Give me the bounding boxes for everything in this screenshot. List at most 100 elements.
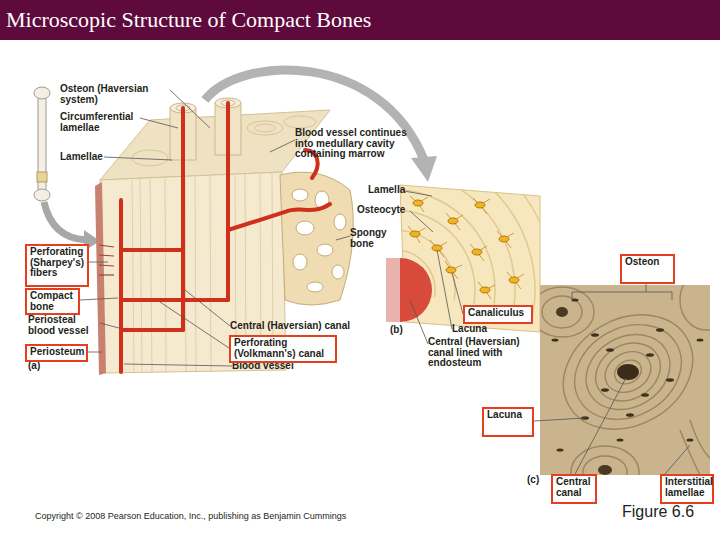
leader-line xyxy=(534,418,585,421)
part-label: (b) xyxy=(390,325,412,336)
spongy-bone xyxy=(280,172,353,305)
osteocyte-cell xyxy=(509,277,519,283)
bone-section-mark xyxy=(37,172,47,182)
canaliculus-line xyxy=(507,272,524,289)
trabecular-spaces xyxy=(292,189,346,292)
leader-line xyxy=(410,211,433,232)
zoom-arrow xyxy=(44,202,86,240)
leader-line xyxy=(452,273,463,314)
box-label: Perforating (Sharpey's) fibers xyxy=(30,247,84,279)
volkmann-vessel xyxy=(121,248,183,252)
canaliculus-line xyxy=(408,226,425,243)
fiber xyxy=(99,255,114,256)
osteocyte-cell xyxy=(448,218,458,224)
part-label: (c) xyxy=(527,475,549,486)
lamella-line xyxy=(165,178,166,372)
part-label: Lamellae xyxy=(60,152,120,163)
sharpey-fibers xyxy=(99,245,114,275)
osteon-lamella xyxy=(542,296,582,328)
leader-line xyxy=(100,323,119,328)
leader-lines xyxy=(80,90,690,474)
lacuna-spot xyxy=(641,393,649,397)
central-canal-vessel xyxy=(400,258,432,322)
canaliculus-line xyxy=(410,196,428,212)
box-label: Compact bone xyxy=(30,291,75,312)
lacunae xyxy=(552,298,704,451)
label-box: Perforating (Sharpey's) fibers xyxy=(25,244,89,287)
leader-line xyxy=(270,140,295,152)
lacuna-spot xyxy=(572,298,579,301)
lacuna-spot xyxy=(687,438,694,441)
box-label: Central canal xyxy=(556,477,592,498)
canaliculus-line xyxy=(446,213,463,230)
footer-text: Copyright © 2008 Pearson Education, Inc.… xyxy=(35,512,415,521)
osteon-lamella xyxy=(598,344,659,401)
marrow-space xyxy=(307,282,323,292)
osteocyte-cell xyxy=(480,287,490,293)
lamella-line xyxy=(132,180,134,372)
part-label: Lamella xyxy=(368,185,418,196)
leader-line xyxy=(646,284,647,292)
osteon-lamella xyxy=(543,292,710,452)
slide-title: Microscopic Structure of Compact Bones xyxy=(6,7,371,33)
leader-line xyxy=(336,236,350,240)
osteocyte-cell xyxy=(475,202,485,208)
label-box: Central canal xyxy=(551,474,597,504)
footer-text: Figure 6.6 xyxy=(622,504,717,521)
label-box: Canaliculus xyxy=(463,305,533,324)
leader-line xyxy=(170,90,210,128)
osteocyte-cell xyxy=(446,267,456,273)
lacuna-spot xyxy=(591,333,599,337)
osteon-lamella xyxy=(583,456,627,475)
osteon-lamella xyxy=(540,287,594,337)
central-canal xyxy=(598,465,612,475)
osteon-lamella xyxy=(680,285,710,330)
osteon-lamella xyxy=(610,355,645,388)
interstitial-lamella xyxy=(680,430,700,475)
marrow-space xyxy=(334,214,346,230)
leader-line xyxy=(575,378,626,474)
lacuna-spot xyxy=(666,378,674,382)
part-label: Periosteal blood vessel xyxy=(28,315,103,336)
label-box: Interstitial lamellae xyxy=(660,474,714,504)
label-box: Periosteum xyxy=(25,344,88,362)
lacuna-spot xyxy=(552,338,559,341)
periosteum-layer xyxy=(95,182,106,375)
canaliculus-line xyxy=(497,231,514,248)
osteon-ring xyxy=(247,121,283,135)
lacuna-spot xyxy=(697,338,704,341)
medullary-vessel xyxy=(228,204,330,230)
part-label: Central (Haversian) canal lined with end… xyxy=(428,337,540,369)
central-canal xyxy=(556,307,568,317)
volkmann-vessel xyxy=(121,328,183,332)
label-box: Lacuna xyxy=(482,407,534,437)
part-label: Blood vessel continues into medullary ca… xyxy=(295,128,407,160)
box-label: Perforating (Volkmann's) canal xyxy=(234,338,332,359)
leader-line xyxy=(80,298,118,300)
osteon-ring xyxy=(132,150,168,166)
part-label: Spongy bone xyxy=(350,228,395,249)
lacuna-spot xyxy=(646,353,654,357)
box-label: Periosteum xyxy=(30,347,83,358)
part-label: Osteon (Haversian system) xyxy=(60,84,160,105)
lacuna-spot xyxy=(626,413,634,417)
fiber xyxy=(99,274,114,275)
lacuna-spot xyxy=(601,388,609,392)
leader-line xyxy=(665,445,690,474)
leader-line xyxy=(437,250,452,329)
volkmann-vessel xyxy=(121,298,228,302)
lamella-line xyxy=(150,179,152,372)
haversian-vessel xyxy=(181,108,185,330)
osteocyte-cell xyxy=(472,249,482,255)
label-box: Compact bone xyxy=(25,288,80,315)
osteocyte-cell xyxy=(410,231,420,237)
part-label: Circumferential lamellae xyxy=(60,112,150,133)
box-label: Osteon xyxy=(625,257,670,268)
label-box: Osteon xyxy=(620,254,675,284)
canaliculus-line xyxy=(445,261,462,279)
periosteal-vessel xyxy=(119,200,123,372)
part-label: Central (Haversian) canal xyxy=(230,321,360,332)
lacuna-spot xyxy=(557,448,564,451)
osteon-lamella xyxy=(571,446,639,475)
